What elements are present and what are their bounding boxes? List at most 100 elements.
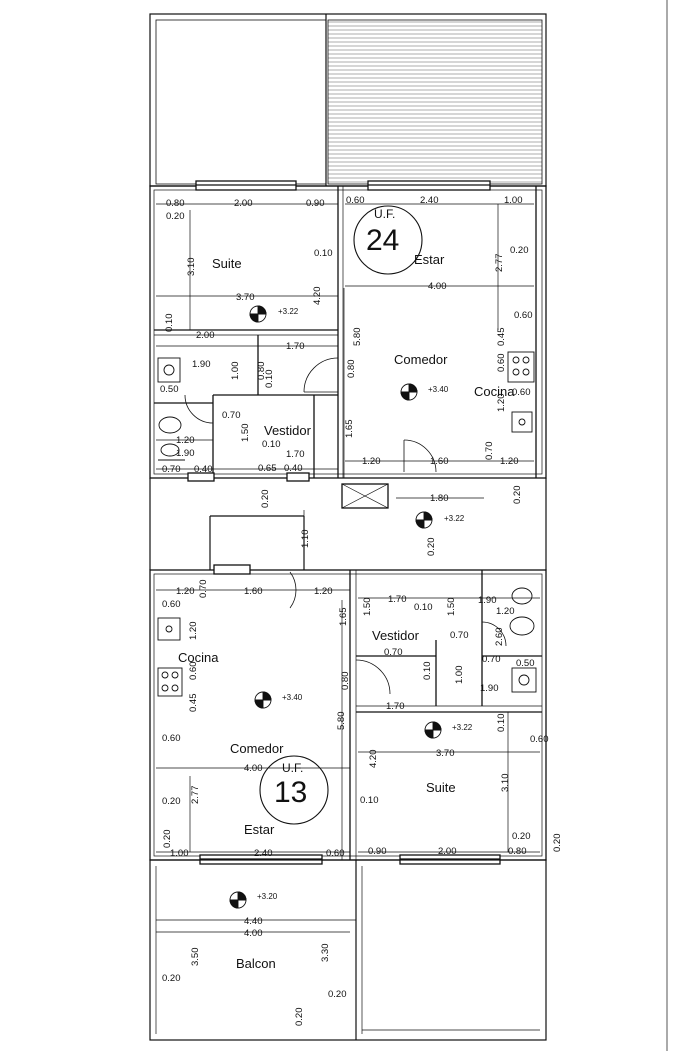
dimension-text: 4.00 [428,281,447,292]
dimension-text: 0.90 [306,198,325,209]
dimension-text: 3.10 [500,774,511,793]
unit-24-label: U.F. [374,207,395,221]
lower-dimensions: 1.20 0.70 1.60 1.20 0.60 1.65 1.50 1.70 … [162,580,563,1027]
room-label-suite-top: Suite [212,256,242,271]
dimension-text: 0.20 [162,796,181,807]
top-terrace [149,13,547,187]
dimension-text: 4.20 [368,750,379,769]
dimension-text: 1.50 [446,598,457,617]
dimension-text: 2.40 [420,195,439,206]
dimension-text: 1.20 [496,394,507,413]
dimension-text: 1.00 [170,848,189,859]
dimension-text: 0.20 [294,1008,305,1027]
level-text: +3.22 [452,723,473,732]
dimension-text: 4.40 [244,916,263,927]
dimension-text: 0.90 [368,846,387,857]
dimension-text: 1.10 [300,530,311,549]
dimension-text: 0.20 [512,486,523,505]
room-label-vestidor-bottom: Vestidor [372,628,420,643]
dimension-text: 0.20 [426,538,437,557]
dimension-text: 0.70 [198,580,209,599]
dimension-text: 0.50 [160,384,179,395]
dimension-text: 0.60 [162,599,181,610]
dimension-text: 1.20 [500,456,519,467]
dimension-text: 4.20 [312,287,323,306]
dimension-text: 5.80 [336,712,347,731]
dimension-text: 0.20 [552,834,563,853]
dimension-text: 5.80 [352,328,363,347]
dimension-text: 3.70 [436,748,455,759]
dimension-text: 1.60 [430,456,449,467]
dimension-text: 0.40 [284,463,303,474]
dimension-text: 3.70 [236,292,255,303]
unit-24-number: 24 [366,224,399,257]
dimension-text: 0.20 [260,490,271,509]
dimension-text: 0.45 [188,694,199,713]
lower-bath-fixtures [509,587,537,693]
level-text: +3.40 [428,385,449,394]
dimension-text: 0.20 [510,245,529,256]
dimension-text: 0.60 [162,733,181,744]
dimension-text: 0.10 [264,370,275,389]
dimension-text: 0.20 [162,973,181,984]
dimension-text: 0.60 [530,734,549,745]
unit-13-circle [259,755,329,825]
room-label-suite-bottom: Suite [426,780,456,795]
dimension-text: 0.10 [422,662,433,681]
dimension-text: 0.10 [360,795,379,806]
dimension-text: 0.10 [262,439,281,450]
upper-dimensions: 0.80 2.00 0.90 0.60 2.40 1.00 0.20 3.10 … [160,195,533,556]
dimension-text: 3.10 [186,258,197,277]
level-text: +3.40 [282,693,303,702]
dimension-text: 2.77 [190,786,201,805]
dimension-text: 1.70 [386,701,405,712]
dimension-text: 1.50 [362,598,373,617]
dimension-text: 1.80 [430,493,449,504]
dimension-text: 0.50 [516,658,535,669]
dimension-text: 4.00 [244,928,263,939]
dimension-text: 0.80 [256,362,267,381]
balcony [149,859,547,1041]
dimension-text: 0.60 [514,310,533,321]
dimension-text: 2.77 [494,254,505,273]
dimension-text: 2.00 [196,330,215,341]
dimension-text: 1.20 [188,622,199,641]
upper-bath-fixtures [157,357,185,461]
room-label-balcon: Balcon [236,956,276,971]
dimension-text: 1.65 [344,420,355,439]
level-text: +3.20 [257,892,278,901]
upper-kitchen-fixtures [507,351,535,433]
dimension-text: 1.20 [176,435,195,446]
dimension-text: 2.40 [254,848,273,859]
dimension-lines [156,203,540,933]
dimension-text: 0.80 [346,360,357,379]
dimension-text: 0.10 [164,314,175,333]
dimension-text: 1.70 [388,594,407,605]
dimension-text: 1.70 [286,341,305,352]
room-label-cocina-bottom: Cocina [178,650,219,665]
dimension-text: 2.00 [438,846,457,857]
dimension-text: 1.20 [314,586,333,597]
dimension-text: 0.20 [328,989,347,1000]
dimension-text: 0.80 [166,198,185,209]
dimension-text: 0.10 [314,248,333,259]
level-text: +3.22 [278,307,299,316]
room-label-vestidor-top: Vestidor [264,423,312,438]
dimension-text: 0.60 [188,662,199,681]
dimension-text: 0.60 [346,195,365,206]
dimension-text: 1.65 [338,608,349,627]
dimension-text: 0.60 [496,354,507,373]
dimension-text: 0.60 [326,848,345,859]
dimension-text: 1.00 [504,195,523,206]
dimension-text: 1.70 [286,449,305,460]
dimension-text: 1.00 [230,362,241,381]
dimension-text: 0.65 [258,463,277,474]
room-label-comedor-top: Comedor [394,352,448,367]
corridor [149,478,547,570]
dimension-text: 0.80 [508,846,527,857]
dimension-text: 1.60 [244,586,263,597]
room-label-estar-bottom: Estar [244,822,275,837]
lower-kitchen-fixtures [157,617,183,697]
dimension-text: 0.70 [162,464,181,475]
